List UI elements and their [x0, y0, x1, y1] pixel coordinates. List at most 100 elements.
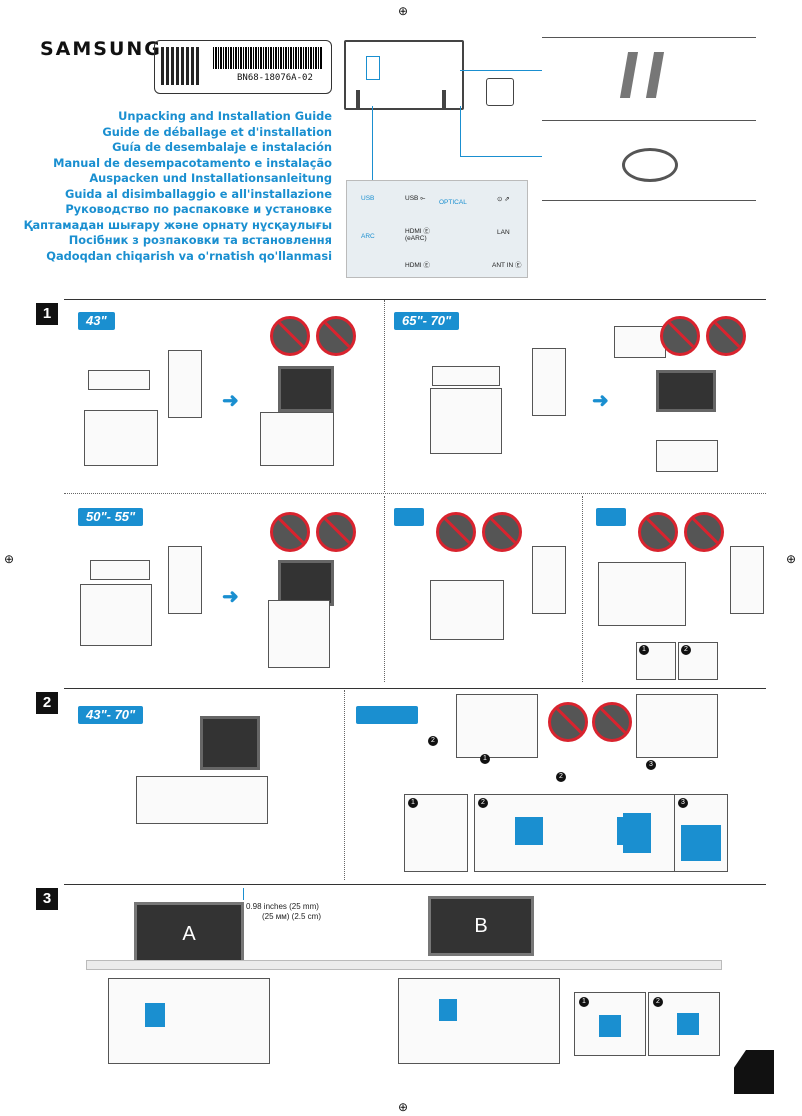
gap-measurement-metric: (25 мм) (2.5 cm) [262, 912, 322, 921]
no-press-screen-icon [684, 512, 724, 552]
stand-slot-highlight [145, 1003, 165, 1027]
guide-titles: Unpacking and Installation Guide Guide d… [24, 109, 332, 264]
step-3-badge: 3 [646, 760, 656, 770]
next-arrow-icon: ➜ [222, 390, 239, 412]
title-line: Auspacken und Installationsanleitung [89, 171, 332, 185]
stand-slot-highlight [439, 999, 457, 1021]
surface-illustration [86, 960, 722, 970]
title-line: Қаптамадан шығару және орнату нұсқаулығы [23, 217, 332, 232]
title-line: Guía de desembalaje e instalación [112, 140, 332, 154]
size-tag-blank [356, 706, 418, 724]
section-divider [64, 299, 766, 300]
registration-mark-icon: ⊕ [398, 4, 409, 18]
port-area-marker [366, 56, 380, 80]
ir-port-label: ⊙ ⇗ [497, 196, 510, 203]
tv-a-illustration: A [134, 902, 244, 966]
table-illustration [136, 776, 268, 824]
divider [542, 37, 756, 38]
hdmi-port-label: HDMI Ⓔ [405, 262, 430, 269]
wall-outlet-icon [486, 78, 514, 106]
power-cable-icon [622, 148, 678, 182]
title-line: Guide de déballage et d'installation [102, 124, 332, 139]
stand-leg [356, 90, 360, 108]
step-2-badge: 2 [681, 645, 691, 655]
step-2-badge: 2 [556, 772, 566, 782]
no-press-screen-icon [706, 316, 746, 356]
row-divider [64, 493, 766, 494]
accessory-card [168, 350, 202, 418]
no-press-screen-icon [482, 512, 522, 552]
step-2-badge: 2 [428, 736, 438, 746]
foam-illustration [90, 560, 150, 580]
stand-part [599, 1015, 621, 1037]
arc-icon: ARC [361, 233, 375, 240]
port-panel: USB USB ⟜ OPTICAL ⊙ ⇗ ARC HDMI Ⓔ (eARC) … [346, 180, 528, 278]
stand-legs-icon [619, 52, 676, 100]
tv-illustration [278, 366, 334, 412]
step-1-badge: 1 [480, 754, 490, 764]
detail-inset: 1 [636, 642, 676, 680]
registration-mark-icon: ⊕ [786, 552, 797, 566]
no-lift-screen-icon [638, 512, 678, 552]
size-tag-50-55: 50"- 55" [78, 508, 144, 526]
tv-illustration [656, 370, 716, 412]
size-tag-43: 43" [78, 312, 115, 330]
no-lift-screen-icon [660, 316, 700, 356]
column-divider [384, 300, 386, 492]
optical-icon: OPTICAL [439, 199, 467, 206]
code-label: BN68-18076A-02 [154, 40, 332, 94]
flap-illustration [515, 817, 543, 845]
title-line: Guida al disimballaggio e all'installazi… [65, 186, 332, 201]
box-open-illustration [681, 825, 721, 861]
step-panel: 1 [404, 794, 468, 872]
section-divider [64, 688, 766, 689]
tv-illustration [200, 716, 260, 770]
column-divider [582, 496, 584, 682]
tv-in-box-illustration [636, 694, 718, 758]
foam-illustration [88, 370, 150, 390]
title-line: Qadoqdan chiqarish va o'rnatish qo'llanm… [46, 248, 332, 263]
detail-inset: 2 [678, 642, 718, 680]
barcode-icon [213, 47, 323, 69]
stand-part [677, 1013, 699, 1035]
stand-install-panel-b [398, 978, 560, 1064]
next-arrow-icon: ➜ [222, 586, 239, 608]
tv-illustration [278, 560, 334, 606]
size-tag-43-70: 43"- 70" [78, 706, 144, 724]
foam-illustration [432, 366, 500, 386]
section-1-number: 1 [36, 303, 58, 325]
connector-line [460, 70, 542, 71]
stand-leg [442, 90, 446, 108]
box-illustration [614, 326, 666, 358]
box-illustration [84, 410, 158, 466]
connector-line [372, 106, 373, 182]
title-line: Unpacking and Installation Guide [118, 109, 332, 123]
title-line: Руководство по распаковке и установке [65, 202, 332, 216]
page-curl-icon [734, 1050, 774, 1094]
samsung-logo: SAMSUNG [40, 38, 162, 60]
divider [542, 200, 756, 201]
ant-port-label: ANT IN Ⓔ [492, 262, 522, 269]
box-illustration [598, 562, 686, 626]
stand-install-panel-a [108, 978, 270, 1064]
box-illustration [268, 600, 330, 668]
no-lift-screen-icon [270, 316, 310, 356]
section-2-number: 2 [36, 692, 58, 714]
step-1-badge: 1 [639, 645, 649, 655]
size-tag-blank [596, 508, 626, 526]
step-3-badge: 3 [678, 798, 688, 808]
tv-in-box-illustration [456, 694, 538, 758]
box-illustration [80, 584, 152, 646]
connector-line [460, 156, 542, 157]
usb-icon: USB [361, 195, 375, 202]
connector-line [460, 106, 461, 156]
no-lift-screen-icon [548, 702, 588, 742]
size-tag-blank [394, 508, 424, 526]
next-arrow-icon: ➜ [592, 390, 609, 412]
section-divider [64, 884, 766, 885]
title-line: Manual de desempacotamento e instalação [53, 155, 332, 170]
registration-mark-icon: ⊕ [4, 552, 15, 566]
no-press-screen-icon [316, 512, 356, 552]
box-illustration [430, 388, 502, 454]
box-illustration [430, 580, 504, 640]
